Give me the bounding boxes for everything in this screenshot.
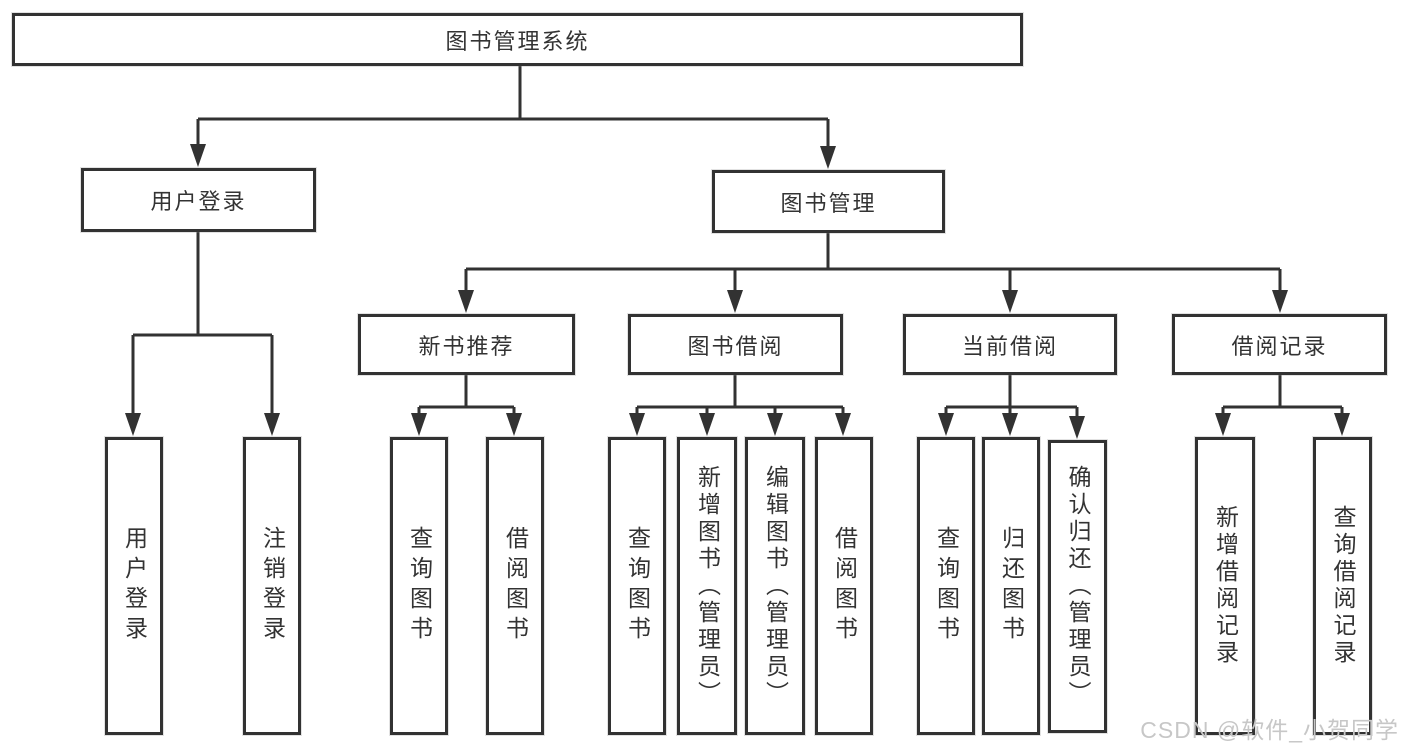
leaf-confirm-return-admin: 确认归还（管理员） — [1048, 440, 1107, 733]
connector-userlogin-to-leaves — [131, 232, 274, 416]
node-new-book-recommend-label: 新书推荐 — [418, 333, 515, 359]
arrowhead — [125, 413, 141, 436]
arrowhead — [458, 290, 474, 313]
leaf-confirm-return-admin-label: 确认归还（管理员） — [1065, 465, 1091, 708]
arrowhead — [835, 413, 851, 436]
node-book-borrow-label: 图书借阅 — [687, 333, 784, 359]
leaf-query-books-1: 查询图书 — [390, 437, 448, 735]
leaf-borrow-books-2: 借阅图书 — [815, 437, 873, 735]
arrowhead — [1002, 413, 1018, 436]
arrowhead — [411, 413, 427, 436]
leaf-return-books: 归还图书 — [982, 437, 1040, 735]
arrowhead — [1272, 290, 1288, 313]
arrowhead — [820, 146, 836, 169]
leaf-add-borrow-record: 新增借阅记录 — [1195, 437, 1255, 735]
node-current-borrow: 当前借阅 — [903, 314, 1117, 375]
node-book-borrow: 图书借阅 — [628, 314, 843, 375]
leaf-return-books-label: 归还图书 — [998, 526, 1025, 646]
connector-bookmgmt-to-level3 — [464, 233, 1282, 293]
arrowhead — [727, 290, 743, 313]
node-book-management-label: 图书管理 — [780, 190, 877, 216]
arrowhead — [190, 144, 206, 167]
arrowhead — [767, 413, 783, 436]
arrowhead — [629, 413, 645, 436]
arrowhead — [264, 413, 280, 436]
arrowhead — [699, 413, 715, 436]
leaf-logout-label: 注销登录 — [259, 526, 286, 646]
connector-records-to-leaves — [1221, 375, 1344, 416]
arrowheads — [125, 144, 1350, 439]
node-root-library-system: 图书管理系统 — [12, 13, 1023, 66]
node-new-book-recommend: 新书推荐 — [358, 314, 575, 375]
leaf-edit-books-admin-label: 编辑图书（管理员） — [762, 464, 789, 708]
leaf-add-borrow-record-label: 新增借阅记录 — [1212, 505, 1239, 667]
arrowhead — [1069, 416, 1085, 439]
leaf-query-borrow-record: 查询借阅记录 — [1313, 437, 1372, 735]
arrowhead — [1215, 413, 1231, 436]
leaf-logout: 注销登录 — [243, 437, 301, 735]
leaf-add-books-admin: 新增图书（管理员） — [677, 437, 737, 735]
connector-bookborrow-to-leaves — [635, 375, 845, 416]
leaf-query-books-3-label: 查询图书 — [933, 526, 960, 646]
connector-strokes — [131, 66, 1344, 418]
leaf-query-books-2-label: 查询图书 — [624, 526, 651, 646]
leaf-query-books-1-label: 查询图书 — [406, 526, 433, 646]
node-borrow-records-label: 借阅记录 — [1231, 333, 1328, 359]
leaf-query-books-2: 查询图书 — [608, 437, 666, 735]
node-borrow-records: 借阅记录 — [1172, 314, 1387, 375]
leaf-query-borrow-record-label: 查询借阅记录 — [1330, 505, 1356, 667]
leaf-borrow-books-1-label: 借阅图书 — [502, 526, 529, 646]
arrowhead — [1002, 290, 1018, 313]
leaf-query-books-3: 查询图书 — [917, 437, 975, 735]
leaf-user-login: 用户登录 — [105, 437, 163, 735]
node-user-login: 用户登录 — [81, 168, 316, 232]
leaf-add-books-admin-label: 新增图书（管理员） — [694, 464, 721, 708]
node-user-login-label: 用户登录 — [150, 189, 247, 214]
arrowhead — [506, 413, 522, 436]
connector-currentborrow-to-leaves — [944, 375, 1079, 418]
node-current-borrow-label: 当前借阅 — [961, 333, 1058, 359]
leaf-edit-books-admin: 编辑图书（管理员） — [745, 437, 805, 735]
node-root-label: 图书管理系统 — [445, 28, 590, 54]
leaf-borrow-books-2-label: 借阅图书 — [831, 526, 858, 646]
connector-root-to-level2 — [196, 66, 830, 148]
arrowhead — [1334, 413, 1350, 436]
connector-newbook-to-leaves — [417, 375, 516, 416]
node-book-management: 图书管理 — [712, 170, 945, 233]
csdn-watermark: CSDN @软件_小贺同学 — [1140, 717, 1399, 743]
leaf-borrow-books-1: 借阅图书 — [486, 437, 544, 735]
arrowhead — [938, 413, 954, 436]
leaf-user-login-label: 用户登录 — [121, 526, 148, 646]
